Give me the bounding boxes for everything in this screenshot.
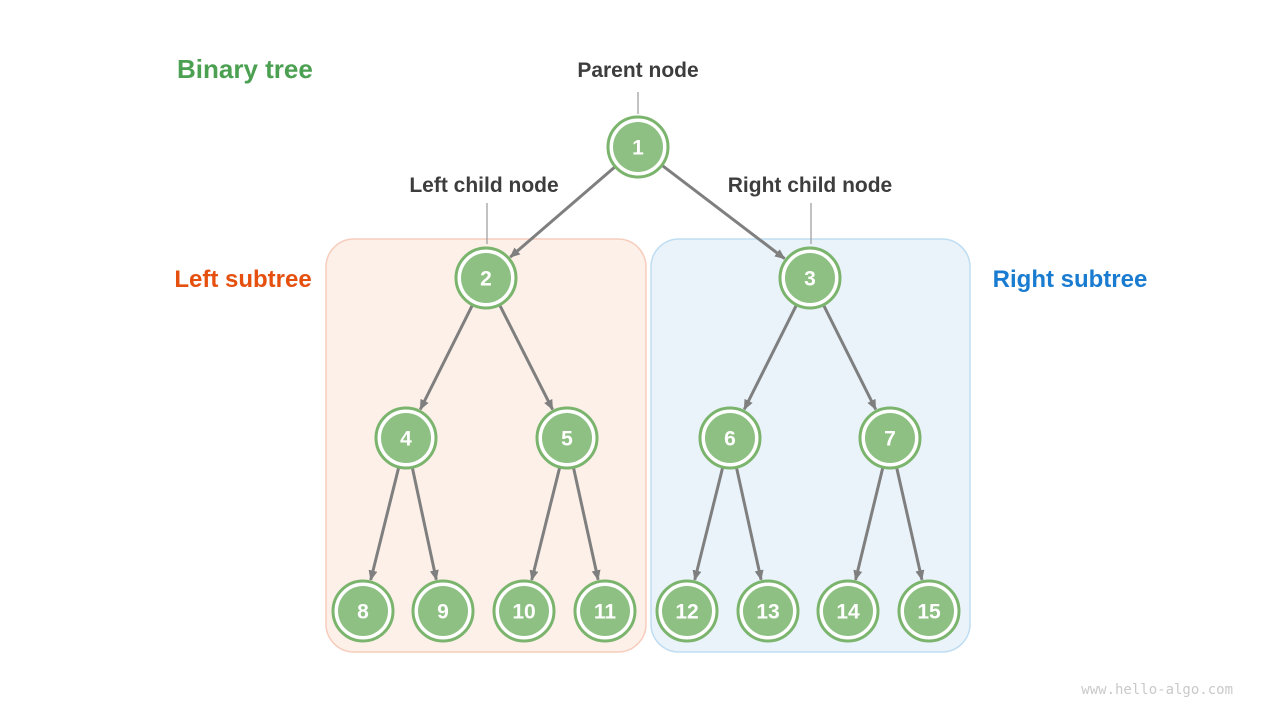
tree-node-7: 7 [858, 406, 922, 470]
tree-node-8: 8 [331, 579, 395, 643]
left-child-node-label: Left child node [409, 174, 559, 197]
node-circle [705, 413, 755, 463]
parent-node-label: Parent node [577, 59, 699, 82]
edge-1-3 [661, 164, 786, 260]
node-circle [461, 253, 511, 303]
edge-4-9 [411, 468, 439, 581]
tree-node-1: 1 [606, 115, 670, 179]
node-value: 9 [437, 601, 449, 624]
node-circle [338, 586, 388, 636]
node-value: 6 [724, 428, 736, 451]
edge-3-7 [822, 305, 878, 411]
edge-4-8 [368, 467, 400, 581]
right-subtree-label: Right subtree [992, 266, 1148, 293]
edge-5-10 [529, 467, 561, 581]
tree-node-15: 15 [897, 579, 961, 643]
node-circle [381, 413, 431, 463]
node-circle [743, 586, 793, 636]
subtree-boxes [325, 238, 971, 653]
node-value: 15 [917, 601, 941, 624]
node-circle [662, 586, 712, 636]
left-subtree-label: Left subtree [174, 266, 312, 293]
node-value: 2 [480, 268, 492, 291]
node-circle [904, 586, 954, 636]
label-connectors [486, 92, 812, 244]
node-value: 14 [836, 601, 860, 624]
edge-2-4 [418, 305, 474, 411]
node-value: 3 [804, 268, 816, 291]
tree-node-10: 10 [492, 579, 556, 643]
edge-6-12 [692, 467, 724, 581]
figure-title: Binary tree [177, 54, 313, 84]
tree-node-6: 6 [698, 406, 762, 470]
watermark: www.hello-algo.com [1081, 682, 1233, 698]
node-circle [613, 122, 663, 172]
node-value: 10 [512, 601, 535, 624]
node-circle [418, 586, 468, 636]
edge-7-14 [853, 467, 885, 581]
edge-5-11 [572, 467, 601, 581]
node-circle [542, 413, 592, 463]
tree-node-3: 3 [778, 246, 842, 310]
tree-node-9: 9 [411, 579, 475, 643]
edge-3-6 [742, 305, 798, 411]
left-subtree-box [325, 238, 647, 653]
node-value: 13 [756, 601, 779, 624]
node-value: 8 [357, 601, 369, 624]
node-circle [785, 253, 835, 303]
tree-edges [368, 164, 925, 581]
tree-node-12: 12 [655, 579, 719, 643]
edge-2-5 [498, 304, 554, 411]
node-value: 12 [675, 601, 698, 624]
node-value: 11 [594, 601, 617, 624]
node-circle [499, 586, 549, 636]
right-child-node-label: Right child node [727, 174, 893, 197]
tree-node-14: 14 [816, 579, 880, 643]
node-value: 4 [400, 428, 412, 451]
node-circle [823, 586, 873, 636]
node-value: 1 [632, 137, 644, 160]
edge-7-15 [895, 467, 925, 581]
tree-node-5: 5 [535, 406, 599, 470]
tree-node-11: 11 [573, 579, 637, 643]
tree-node-2: 2 [454, 246, 518, 310]
tree-node-4: 4 [374, 406, 438, 470]
node-value: 7 [884, 428, 896, 451]
edge-6-13 [735, 467, 764, 581]
edge-1-2 [509, 166, 616, 259]
node-circle [580, 586, 630, 636]
tree-node-13: 13 [736, 579, 800, 643]
node-value: 5 [561, 428, 573, 451]
node-circle [865, 413, 915, 463]
